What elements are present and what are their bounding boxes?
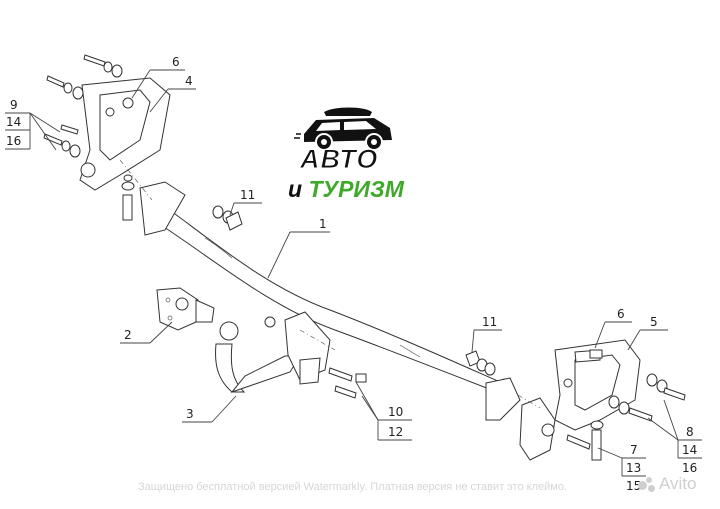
avto-i-turizm-logo: АВТО и ТУРИЗМ [288,104,438,204]
callout-6-right: 6 [617,307,625,321]
callout-1: 1 [319,217,327,231]
center-bolts [328,367,367,399]
logo-text-rest: ТУРИЗМ [308,176,404,202]
right-fasteners [465,349,686,461]
callout-14-right: 14 [682,443,697,457]
callout-3: 3 [186,407,194,421]
callout-4: 4 [185,74,193,88]
towball [215,311,331,394]
avito-watermark: Avito [638,474,697,494]
callout-7: 7 [630,443,638,457]
callout-9: 9 [10,98,18,112]
left-bracket [79,77,171,191]
callout-6-top: 6 [172,55,180,69]
callout-labels: 1 2 3 4 5 6 6 7 8 9 10 11 11 12 13 14 14… [6,55,697,493]
callout-15: 15 [626,479,641,493]
callout-2: 2 [124,328,132,342]
callout-8: 8 [686,425,694,439]
callout-16-left: 16 [6,134,21,148]
watermark-footer: Защищено бесплатной версией Watermarkly.… [138,481,567,493]
logo-text-turizm: и ТУРИЗМ [288,176,404,203]
avito-text: Avito [659,474,697,493]
callout-12: 12 [388,425,403,439]
car-with-roof-box-icon [294,107,392,151]
leader-lines [5,69,702,477]
callout-16-right: 16 [682,461,697,475]
avito-logo-icon [638,476,656,493]
logo-text-avto: АВТО [299,144,379,175]
callout-11-mid: 11 [482,315,497,329]
left-fasteners [43,54,243,231]
socket-plate [156,287,215,331]
callout-11-top: 11 [240,188,255,202]
logo-text-i: и [288,176,303,202]
callout-10: 10 [388,405,403,419]
callout-14-left: 14 [6,115,21,129]
callout-5: 5 [650,315,658,329]
callout-13: 13 [626,461,641,475]
crossbar-tube [139,181,521,421]
